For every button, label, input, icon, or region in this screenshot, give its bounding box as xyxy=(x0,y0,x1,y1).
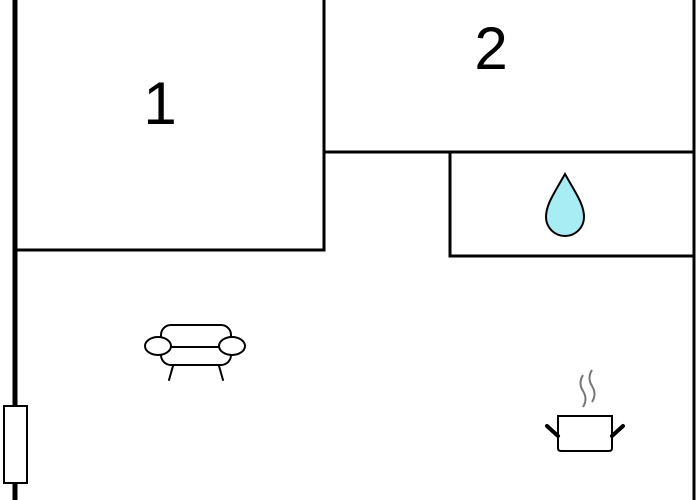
room-1-label: 1 xyxy=(143,70,176,137)
room-2-label: 2 xyxy=(474,15,507,82)
water-drop-icon xyxy=(544,171,586,237)
cooking-pot-icon xyxy=(545,369,625,452)
sofa-icon xyxy=(144,324,246,381)
door-icon xyxy=(3,405,28,484)
